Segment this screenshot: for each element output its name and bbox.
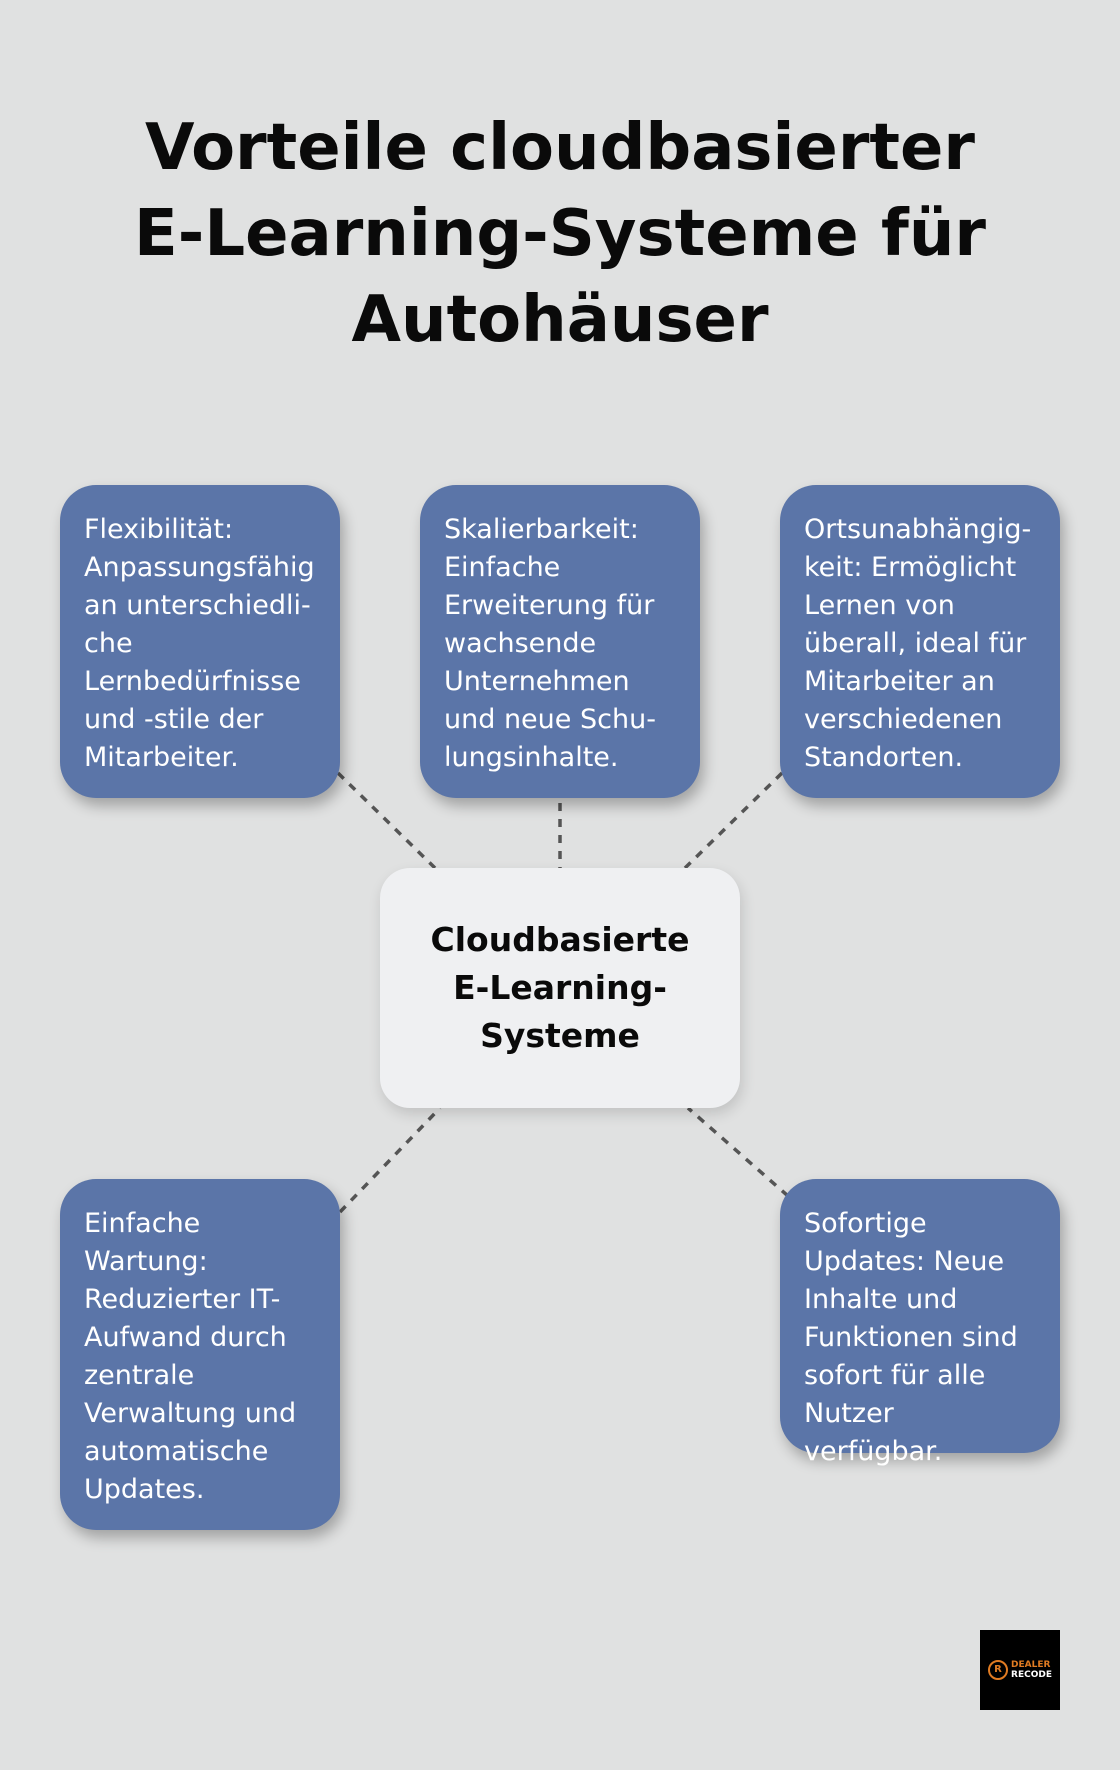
logo-line-dealer: DEALER bbox=[1011, 1660, 1051, 1670]
benefit-box-ortsunabhaengigkeit: Ortsunabhängig­keit: Ermöglicht Lernen v… bbox=[780, 485, 1060, 798]
connector-wartung bbox=[338, 1106, 442, 1214]
benefit-box-skalierbarkeit: Skalierbarkeit: Einfache Erweiterung für… bbox=[420, 485, 700, 798]
benefit-box-flexibilitaet: Flexibilität: Anpassungsfähig an untersc… bbox=[60, 485, 340, 798]
benefit-box-wartung: Einfache Wartung: Reduzierter IT-Aufwand… bbox=[60, 1179, 340, 1530]
diagram-title: Vorteile cloudbasierter E-Learning-Syste… bbox=[134, 111, 986, 357]
connector-updates bbox=[686, 1106, 790, 1198]
central-node-label: Cloudbasierte E-Learning-Systeme bbox=[430, 920, 690, 1055]
brand-logo: R DEALER RECODE bbox=[980, 1630, 1060, 1710]
logo-line-recode: RECODE bbox=[1011, 1670, 1052, 1680]
logo-r-icon: R bbox=[988, 1660, 1009, 1680]
connector-flexibilitaet bbox=[336, 771, 437, 870]
connector-ortsunabhaengigkeit bbox=[683, 771, 784, 870]
benefit-box-updates: Sofortige Updates: Neue Inhalte und Funk… bbox=[780, 1179, 1060, 1467]
central-node: Cloudbasierte E-Learning-Systeme bbox=[380, 868, 740, 1108]
